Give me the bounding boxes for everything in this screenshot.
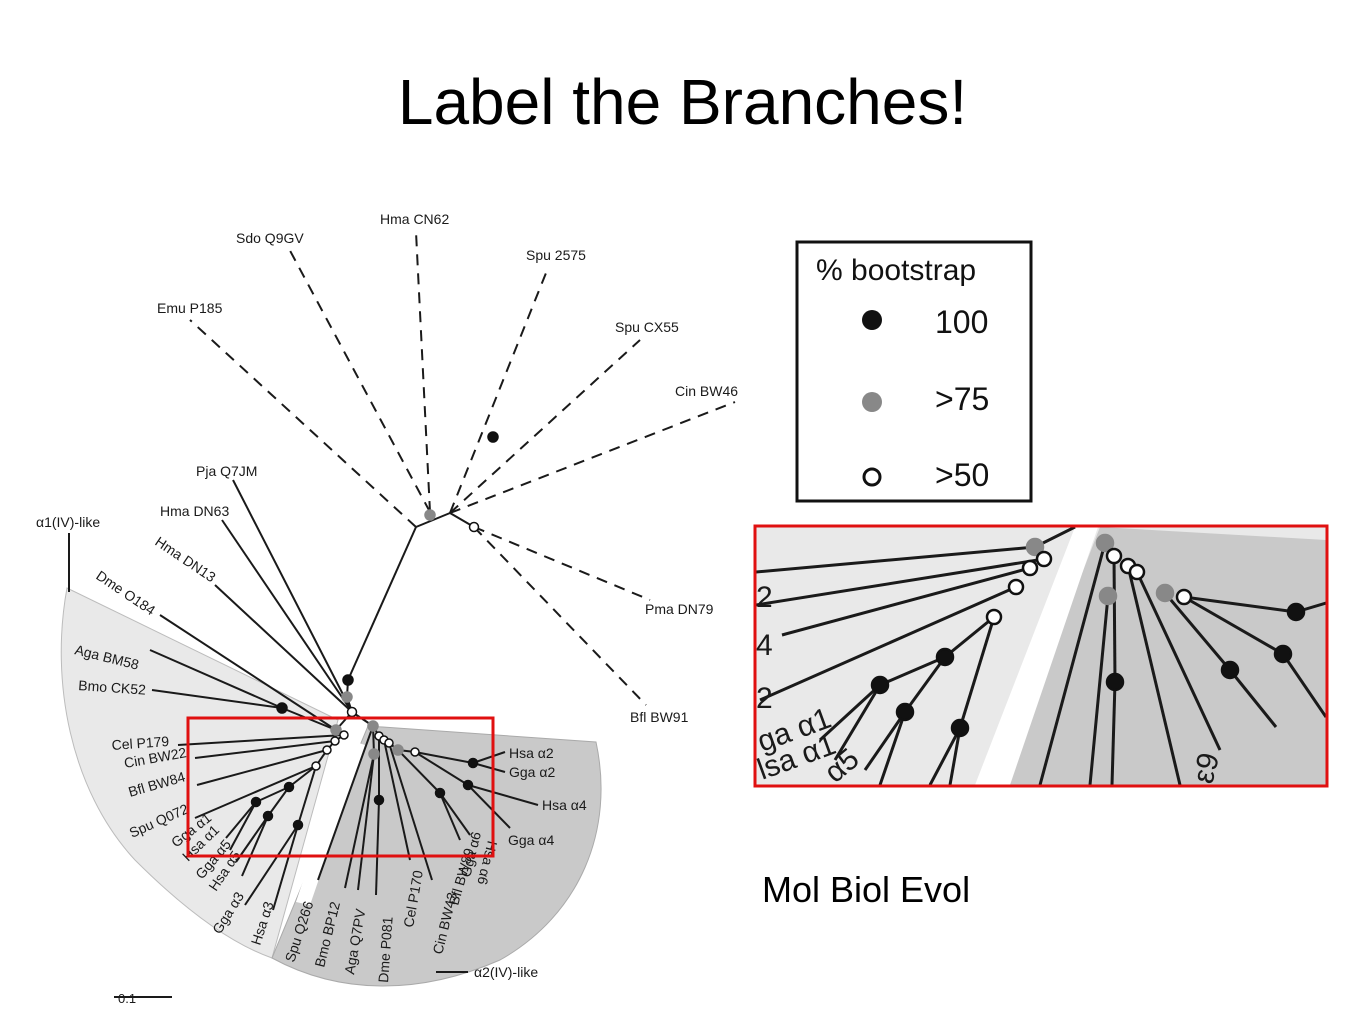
bootstrap-node <box>341 691 353 703</box>
taxon-label: Gga α4 <box>508 832 554 848</box>
zoom-inset-border <box>753 524 1329 788</box>
zoom-node <box>1220 660 1240 680</box>
zoom-node <box>950 718 970 738</box>
taxon-label: Pja Q7JM <box>196 463 257 479</box>
zoom-node <box>1286 602 1306 622</box>
zoom-node <box>1273 644 1293 664</box>
alpha1-group-label: α1(IV)-like <box>36 514 100 530</box>
bootstrap-node <box>384 738 394 748</box>
bootstrap-node <box>342 674 354 686</box>
alpha1-clade-shading <box>60 587 339 959</box>
legend-title: % bootstrap <box>816 254 976 287</box>
zoom-node <box>870 675 890 695</box>
bootstrap-node <box>487 431 499 443</box>
taxon-label: Hma DN63 <box>160 503 229 519</box>
zoom-node <box>935 647 955 667</box>
taxon-label: Cin BW46 <box>675 383 738 399</box>
legend-marker-50 <box>862 467 882 487</box>
bootstrap-node <box>330 724 342 736</box>
bootstrap-node <box>367 720 379 732</box>
zoom-label: 2 <box>756 682 773 715</box>
taxon-label: Hma DN13 <box>152 533 219 585</box>
legend-label: >50 <box>935 457 989 493</box>
zoom-node <box>895 702 915 722</box>
zoom-label: 4 <box>756 629 773 662</box>
zoom-node <box>1035 550 1053 568</box>
highlight-box <box>186 716 495 858</box>
bootstrap-node <box>283 781 295 793</box>
zoom-node <box>1021 559 1039 577</box>
bootstrap-node <box>468 521 480 533</box>
taxon-label: Hsa α4 <box>542 797 587 813</box>
zoom-node <box>1007 578 1025 596</box>
zoom-node <box>985 608 1003 626</box>
bootstrap-node <box>330 736 340 746</box>
bootstrap-node <box>462 779 474 791</box>
taxon-label: Sdo Q9GV <box>236 230 304 246</box>
bootstrap-node <box>346 706 358 718</box>
taxon-label: Dme P081 <box>375 916 396 983</box>
bootstrap-node <box>467 757 479 769</box>
taxon-label: Spu CX55 <box>615 319 679 335</box>
taxon-label: Bfl BW91 <box>630 709 689 725</box>
taxon-label: Gga α2 <box>509 764 555 780</box>
zoom-node <box>1025 537 1045 557</box>
dashed-branches <box>189 231 736 706</box>
zoom-node <box>1105 547 1123 565</box>
zoom-node <box>1155 583 1175 603</box>
taxon-label: Bmo CK52 <box>78 677 147 698</box>
legend-marker-100 <box>862 310 882 330</box>
taxon-label: Spu 2575 <box>526 247 586 263</box>
clade-gap <box>296 740 365 905</box>
bootstrap-node <box>434 787 446 799</box>
taxon-label: Hsa α2 <box>509 745 554 761</box>
scale-bar-label: 0.1 <box>118 991 136 1006</box>
legend-label: >75 <box>935 381 989 417</box>
bootstrap-node <box>373 794 385 806</box>
zoom-node <box>1105 672 1125 692</box>
zoom-label: α6 <box>1240 783 1280 824</box>
taxon-label: Hma CN62 <box>380 211 449 227</box>
zoom-inset: 2 4 2 ga α1 lsa α1 α5 ε9 α6 α6 E <box>753 524 1329 852</box>
bootstrap-node <box>262 810 274 822</box>
bootstrap-node <box>424 509 436 521</box>
zoom-node <box>1128 563 1146 581</box>
bootstrap-node <box>410 747 420 757</box>
zoom-node <box>1098 586 1118 606</box>
bootstrap-node <box>368 748 380 760</box>
alpha2-group-label: α2(IV)-like <box>474 964 538 980</box>
bootstrap-nodes <box>250 431 499 831</box>
zoom-node <box>1175 588 1193 606</box>
taxon-label: Emu P185 <box>157 300 223 316</box>
bootstrap-node <box>392 744 404 756</box>
bootstrap-node <box>292 819 304 831</box>
source-credit: Mol Biol Evol <box>762 869 971 910</box>
taxon-label: Cel P179 <box>111 733 170 753</box>
bootstrap-legend: % bootstrap 100 >75 >50 <box>795 240 1033 503</box>
slide-title: Label the Branches! <box>397 66 968 138</box>
bootstrap-node <box>276 702 288 714</box>
bootstrap-node <box>250 796 262 808</box>
taxon-label: Pma DN79 <box>645 601 714 617</box>
zoom-label: 2 <box>756 581 773 614</box>
legend-label: 100 <box>935 304 988 340</box>
bootstrap-node <box>322 745 332 755</box>
zoom-node <box>1095 533 1115 553</box>
legend-marker-75 <box>862 392 882 412</box>
bootstrap-node <box>339 730 349 740</box>
bootstrap-node <box>311 761 321 771</box>
zoom-label: α6 E <box>1273 783 1320 852</box>
